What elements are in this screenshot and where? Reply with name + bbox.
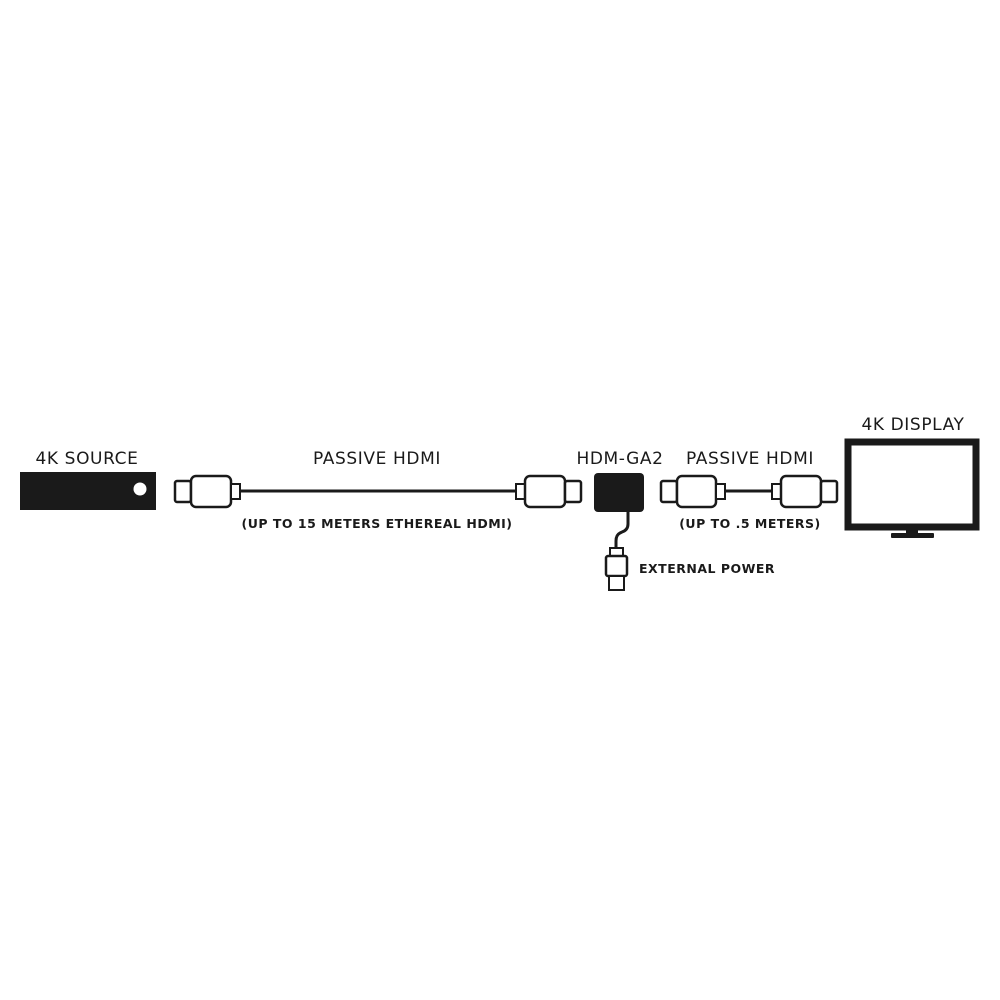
cable-1 <box>173 474 583 509</box>
display-stand <box>891 533 934 538</box>
display-label: 4K DISPLAY <box>861 415 964 435</box>
power-cord <box>614 512 630 548</box>
cable-1-right-plug <box>515 474 583 509</box>
display-screen <box>844 438 980 531</box>
power-plug <box>604 547 629 591</box>
power-label: EXTERNAL POWER <box>639 561 775 576</box>
adapter-body <box>594 473 644 512</box>
cable-2-right-plug <box>771 474 839 509</box>
cable-2-label: PASSIVE HDMI <box>686 449 814 469</box>
cable-1-label: PASSIVE HDMI <box>313 449 441 469</box>
source-device <box>20 472 156 510</box>
display-device <box>844 438 980 538</box>
adapter-label: HDM-GA2 <box>576 449 663 469</box>
source-power-led <box>133 482 147 496</box>
cable-1-note: (UP TO 15 METERS ETHEREAL HDMI) <box>241 516 512 531</box>
cable-1-left-plug <box>173 474 241 509</box>
cable-2-note: (UP TO .5 METERS) <box>679 516 821 531</box>
display-neck <box>906 528 918 535</box>
source-device-body <box>20 472 156 510</box>
cable-2-left-plug <box>659 474 726 509</box>
source-label: 4K SOURCE <box>36 449 139 469</box>
cable-2 <box>659 474 839 509</box>
adapter-device <box>594 473 644 591</box>
